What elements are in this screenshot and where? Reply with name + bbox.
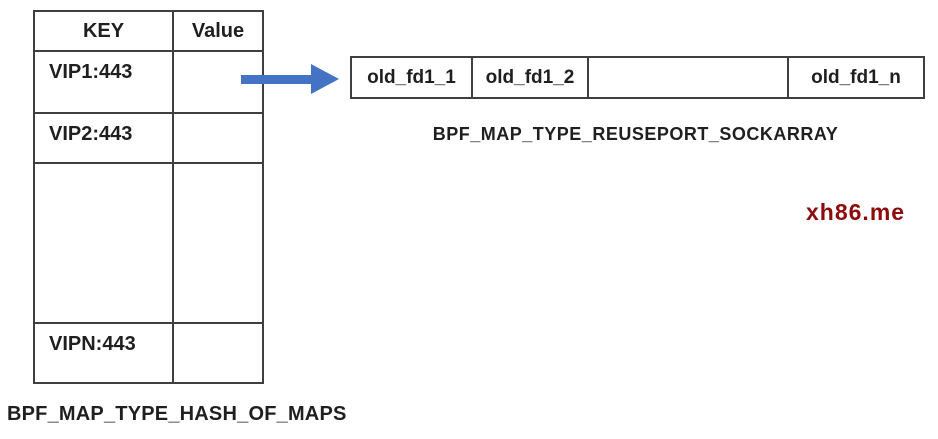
sockarray-cell-old-fd1-2: old_fd1_2	[473, 58, 589, 97]
sockarray-cell-old-fd1-n: old_fd1_n	[811, 66, 901, 88]
hash-of-maps-table: KEY Value VIP1:443 VIP2:443 VIPN:443	[33, 10, 264, 384]
value-cell-vip1	[174, 52, 262, 114]
arrow-shaft	[241, 75, 313, 84]
reuseport-sockarray-table: old_fd1_1 old_fd1_2 old_fd1_n	[350, 56, 925, 99]
key-cell-vip2: VIP2:443	[35, 114, 174, 164]
sockarray-cell-old-fd1-1: old_fd1_1	[352, 58, 473, 97]
value-cell-vipn	[174, 324, 262, 382]
value-cell-vip2	[174, 114, 262, 164]
value-header-cell: Value	[174, 12, 262, 52]
hash-of-maps-caption: BPF_MAP_TYPE_HASH_OF_MAPS	[7, 403, 347, 425]
key-cell-vipn: VIPN:443	[35, 324, 174, 382]
key-cell-vip1: VIP1:443	[35, 52, 174, 114]
arrow-head	[311, 64, 339, 94]
arrow-right-icon	[241, 64, 339, 94]
value-cell-empty	[174, 164, 262, 324]
watermark: xh86.me	[806, 199, 906, 225]
key-header-cell: KEY	[35, 12, 174, 52]
sockarray-cell-empty	[589, 58, 789, 97]
key-cell-empty	[35, 164, 174, 324]
sockarray-caption: BPF_MAP_TYPE_REUSEPORT_SOCKARRAY	[432, 124, 839, 144]
